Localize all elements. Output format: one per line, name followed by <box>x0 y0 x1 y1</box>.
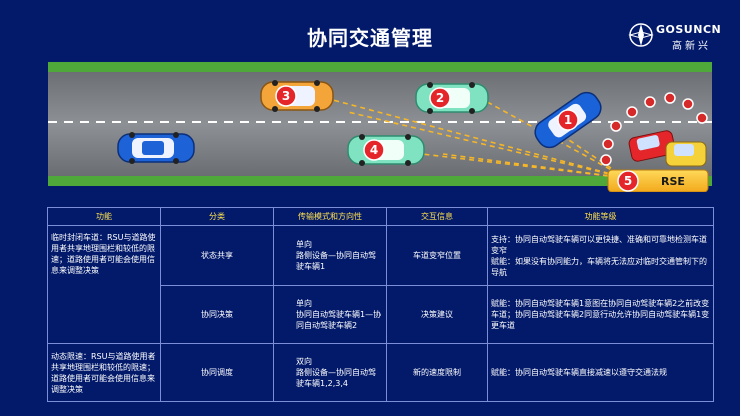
cell-category: 协同决策 <box>160 285 274 344</box>
header-mode: 传输模式和方向性 <box>273 207 387 226</box>
cell-level: 赋能：协同自动驾驶车辆直接减速以遵守交通法规 <box>487 343 714 402</box>
car-3: 3 <box>260 80 334 112</box>
signal-line-1 <box>317 95 627 179</box>
cell-level: 支持：协同自动驾驶车辆可以更快捷、准确和可靠地检测车道变窄 赋能：如果没有协同能… <box>487 225 714 286</box>
car-4: 4 <box>347 134 425 166</box>
rse-unit: 5 RSE <box>607 169 709 192</box>
car-2-number: 2 <box>436 91 444 105</box>
cell-category: 协同调度 <box>160 343 274 402</box>
company-logo: GOSUNCN 高新兴 <box>628 20 728 52</box>
logo-text-en: GOSUNCN <box>656 23 722 36</box>
signal-line-5 <box>442 153 627 179</box>
grass-bottom <box>48 176 712 186</box>
signal-line-6 <box>347 111 627 179</box>
rse-label: RSE <box>661 175 685 188</box>
table-header-row: 功能 分类 传输模式和方向性 交互信息 功能等级 <box>47 207 714 226</box>
car-1-number: 1 <box>564 113 572 127</box>
cell-mode: 双向 路侧设备—协同自动驾驶车辆1,2,3,4 <box>273 343 387 402</box>
rse-number: 5 <box>624 174 632 188</box>
table-row: 协同决策 单向 协同自动驾驶车辆1—协同自动驾驶车辆2 决策建议 赋能：协同自动… <box>48 285 714 344</box>
car-2: 2 <box>415 82 489 114</box>
header-info: 交互信息 <box>386 207 488 226</box>
header-category: 分类 <box>160 207 274 226</box>
cell-info: 决策建议 <box>386 285 488 344</box>
page-title: 协同交通管理 <box>307 26 433 50</box>
header-function: 功能 <box>47 207 161 226</box>
cell-info: 新的速度限制 <box>386 343 488 402</box>
car-3-badge <box>275 85 297 107</box>
car-4-number: 4 <box>370 143 378 157</box>
car-4-badge <box>363 139 385 161</box>
traffic-scene: 3 2 4 1 <box>48 62 712 192</box>
cell-info: 车道变窄位置 <box>386 225 488 286</box>
car-2-badge <box>429 87 451 109</box>
logo-icon <box>628 23 654 47</box>
car-3-number: 3 <box>282 89 290 103</box>
car-blue-left <box>117 132 195 164</box>
grass-top <box>48 62 712 72</box>
traffic-cones <box>600 92 708 166</box>
rse-badge <box>617 170 639 192</box>
table-row: 临时封闭车道：RSU与道路使用者共享地理围栏和较低的限速；道路使用者可能会使用信… <box>47 225 714 344</box>
cell-function: 动态限速：RSU与道路使用者共享地理围栏和较低的限速；道路使用者可能会使用信息来… <box>47 343 161 402</box>
cell-mode: 单向 路侧设备—协同自动驾驶车辆1 <box>273 225 387 286</box>
car-1: 1 <box>534 91 602 149</box>
logo-text-cn: 高新兴 <box>672 41 711 52</box>
car-1-badge <box>557 109 579 131</box>
table-row: 动态限速：RSU与道路使用者共享地理围栏和较低的限速；道路使用者可能会使用信息来… <box>47 343 714 402</box>
cell-category: 状态共享 <box>160 225 274 286</box>
road-diagram: 3 2 4 1 <box>48 62 712 192</box>
cell-function: 临时封闭车道：RSU与道路使用者共享地理围栏和较低的限速；道路使用者可能会使用信… <box>47 225 161 344</box>
function-table: 功能 分类 传输模式和方向性 交互信息 功能等级 临时封闭车道：RSU与道路使用… <box>47 207 714 402</box>
header-level: 功能等级 <box>487 207 714 226</box>
cell-mode: 单向 协同自动驾驶车辆1—协同自动驾驶车辆2 <box>273 285 387 344</box>
cell-level: 赋能：协同自动驾驶车辆1意图在协同自动驾驶车辆2之前改变车道；协同自动驾驶车辆2… <box>487 285 714 344</box>
crash-vehicles <box>628 130 707 167</box>
